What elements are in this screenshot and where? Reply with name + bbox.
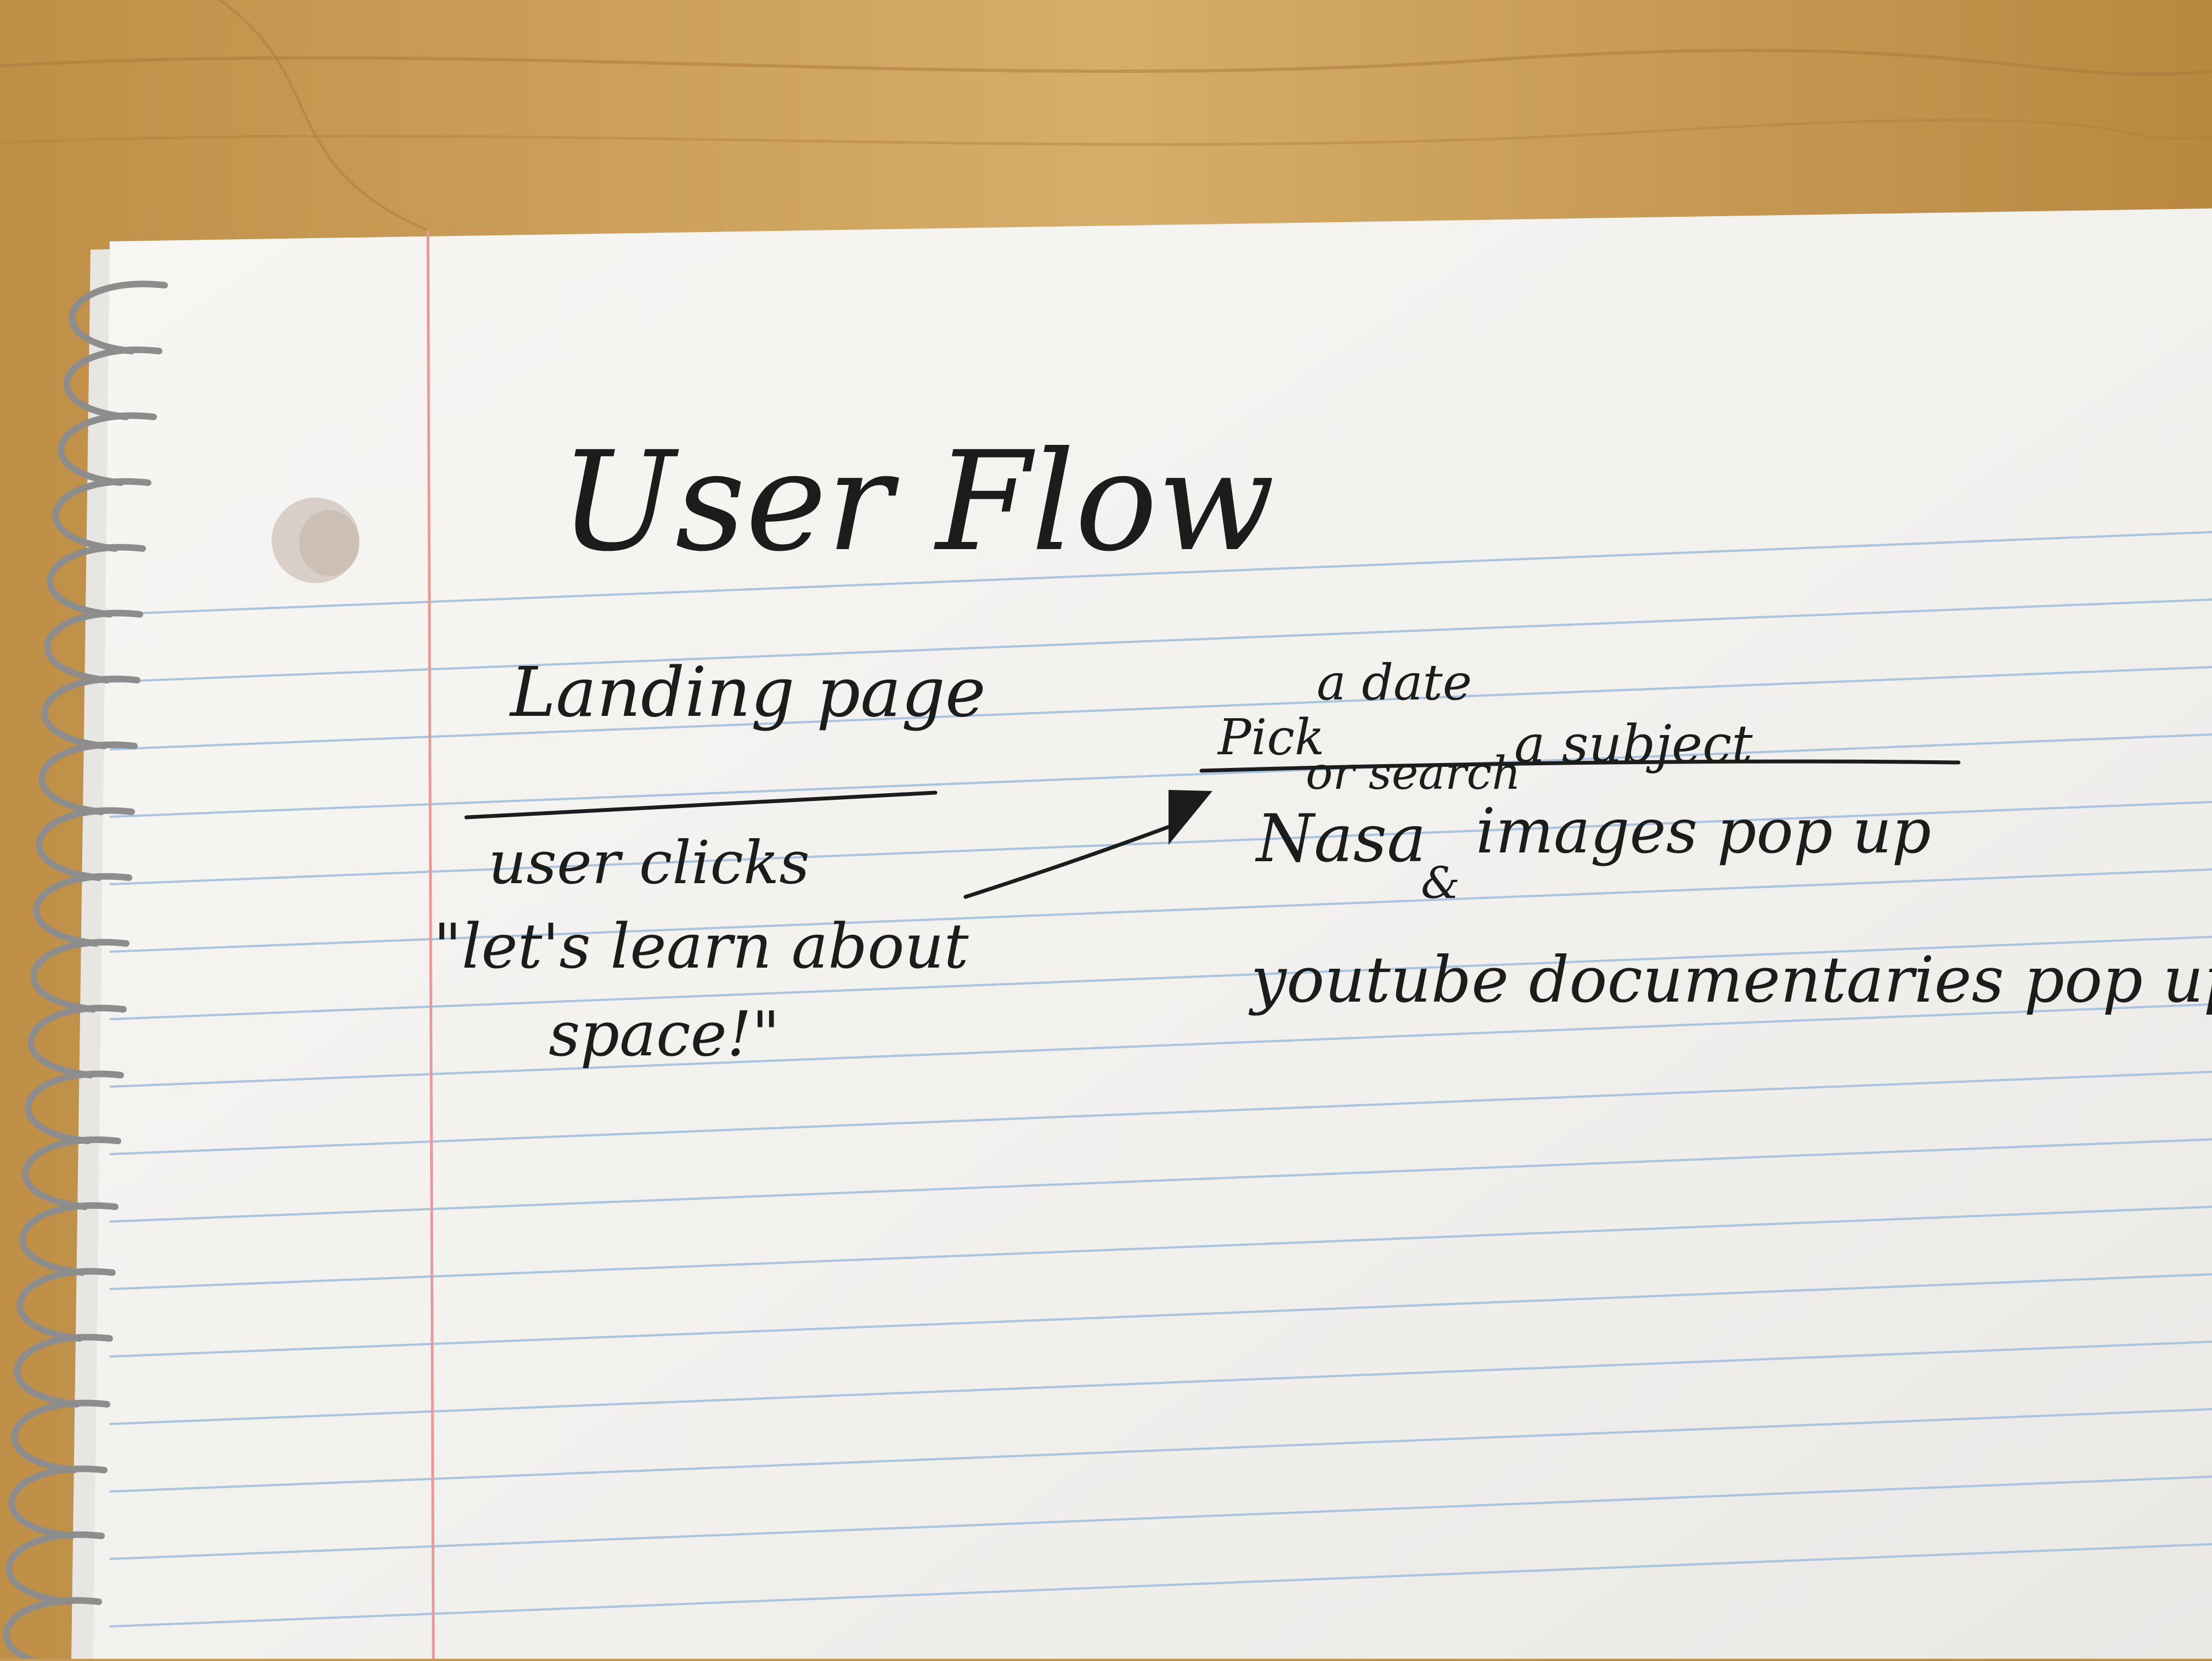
user-clicks-text: user clicks bbox=[488, 829, 810, 897]
pick-underline bbox=[1199, 759, 1961, 773]
ink-strokes bbox=[464, 759, 1961, 899]
paper-sheet bbox=[93, 208, 2212, 1659]
space-text: space!" bbox=[549, 999, 780, 1070]
or-search-text: or search bbox=[1306, 748, 1521, 800]
flow-arrow-line bbox=[963, 821, 1182, 899]
landing-heading: Landing page bbox=[510, 653, 986, 732]
nasa-text: Nasa bbox=[1256, 801, 1426, 877]
learn-about-text: "let's learn about bbox=[433, 911, 969, 982]
ruled-lines bbox=[109, 531, 2212, 1628]
ampersand-text: & bbox=[1421, 857, 1460, 908]
flow-arrow-head bbox=[1169, 790, 1212, 845]
page-title: User Flow bbox=[560, 422, 1275, 581]
pick-text: Pick bbox=[1218, 709, 1325, 766]
a-subject-text: a subject bbox=[1514, 714, 1753, 775]
a-date-text: a date bbox=[1317, 654, 1472, 711]
landing-underline bbox=[464, 790, 938, 820]
images-text: images pop up bbox=[1476, 796, 1932, 867]
youtube-text: youtube documentaries pop up bbox=[1251, 944, 2212, 1017]
margin-line bbox=[426, 230, 435, 1659]
